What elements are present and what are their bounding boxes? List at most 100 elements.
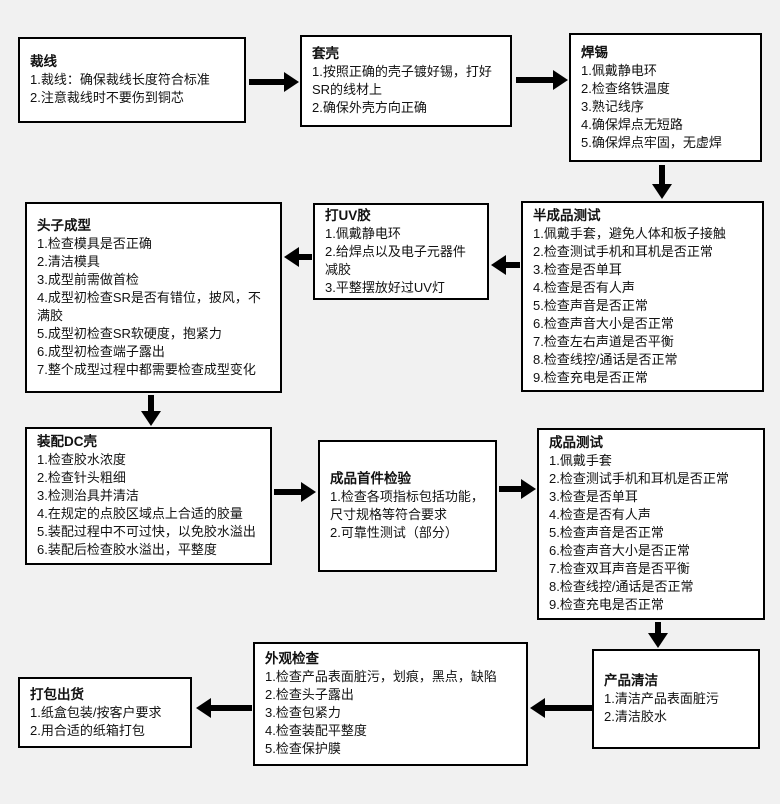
flow-node-packing-shipping: 打包出货 1.纸盒包装/按客户要求 2.用合适的纸箱打包 xyxy=(18,677,192,748)
node-item: 4.确保焊点无短路 xyxy=(581,116,683,132)
node-title: 头子成型 xyxy=(37,217,91,233)
arrow-cleaning-to-appearance-icon xyxy=(530,698,592,718)
node-item: 9.检查充电是否正常 xyxy=(533,369,648,385)
node-title: 成品测试 xyxy=(549,435,603,450)
arrow-head xyxy=(491,255,506,275)
node-item: 5.确保焊点牢固，无虚焊 xyxy=(581,134,722,150)
arrow-shaft xyxy=(209,705,252,711)
arrow-head xyxy=(648,633,668,648)
node-item: 6.检查声音大小是否正常 xyxy=(533,315,674,331)
node-item: 4.检查装配平整度 xyxy=(265,723,367,738)
node-item: 1.佩戴静电环 xyxy=(581,62,657,78)
node-item: 2.检查头子露出 xyxy=(265,687,354,702)
arrow-shaft xyxy=(543,705,592,711)
arrow-head xyxy=(284,72,299,92)
node-items: 1.检查胶水浓度 2.检查针头粗细 3.检测治具并清洁 4.在规定的点胶区域点上合适的… xyxy=(37,451,260,559)
node-item: 7.检查左右声道是否平衡 xyxy=(533,333,674,349)
node-item: 8.检查线控/通话是否正常 xyxy=(549,579,694,594)
node-item: 7.检查双耳声音是否平衡 xyxy=(549,561,690,576)
node-item: 2.检查测试手机和耳机是否正常 xyxy=(549,471,729,486)
node-item: 1.清洁产品表面脏污 xyxy=(604,691,719,706)
node-item: 7.整个成型过程中都需要检查成型变化 xyxy=(37,361,256,377)
node-item: 4.在规定的点胶区域点上合适的胶量 xyxy=(37,506,243,521)
arrow-head xyxy=(284,247,299,267)
arrow-dc-shell-to-first-article-icon xyxy=(274,482,316,502)
node-item: 2.清洁模具 xyxy=(37,253,100,269)
arrow-shaft xyxy=(659,165,665,186)
arrow-appearance-to-packing-icon xyxy=(196,698,252,718)
node-item: 5.检查保护膜 xyxy=(265,741,341,756)
node-items: 1.纸盒包装/按客户要求 2.用合适的纸箱打包 xyxy=(30,704,180,740)
node-item: 2.注意裁线时不要伤到铜芯 xyxy=(30,90,184,105)
node-item: 2.用合适的纸箱打包 xyxy=(30,722,145,738)
node-item: 1.佩戴手套，避免人体和板子接触 xyxy=(533,225,726,241)
arrow-shaft xyxy=(274,489,303,495)
arrow-uv-glue-to-head-forming-icon xyxy=(284,247,312,267)
arrow-semi-test-to-uv-glue-icon xyxy=(491,255,520,275)
node-item: 8.检查线控/通话是否正常 xyxy=(533,351,678,367)
node-title: 半成品测试 xyxy=(533,207,601,223)
node-item: 5.检查声音是否正常 xyxy=(549,525,664,540)
node-item: 2.检查络铁温度 xyxy=(581,80,670,96)
node-item: 3.检查是否单耳 xyxy=(533,261,622,277)
node-title: 成品首件检验 xyxy=(330,471,411,486)
arrow-head xyxy=(521,479,536,499)
arrow-casing-to-soldering-icon xyxy=(516,70,568,90)
node-items: 1.佩戴手套 2.检查测试手机和耳机是否正常 3.检查是否单耳 4.检查是否有人声 5.… xyxy=(549,452,753,614)
node-item: 3.检查是否单耳 xyxy=(549,489,638,504)
node-item: 1.佩戴手套 xyxy=(549,453,612,468)
node-item: 1.检查胶水浓度 xyxy=(37,452,126,467)
node-item: 2.可靠性测试（部分） xyxy=(330,525,458,540)
node-item: 1.检查各项指标包括功能，尺寸规格等符合要求 xyxy=(330,489,484,522)
arrow-shaft xyxy=(499,486,523,492)
node-items: 1.佩戴静电环 2.给焊点以及电子元器件减胶 3.平整摆放好过UV灯 xyxy=(325,225,477,297)
node-item: 3.检测治具并清洁 xyxy=(37,488,139,503)
arrow-shaft xyxy=(655,622,661,635)
flow-node-final-product-test: 成品测试 1.佩戴手套 2.检查测试手机和耳机是否正常 3.检查是否单耳 4.检查是否… xyxy=(537,428,765,620)
node-item: 1.按照正确的壳子镀好锡，打好SR的线材上 xyxy=(312,64,492,97)
node-item: 3.平整摆放好过UV灯 xyxy=(325,279,445,295)
node-item: 4.检查是否有人声 xyxy=(549,507,651,522)
flow-node-first-article-inspection: 成品首件检验 1.检查各项指标包括功能，尺寸规格等符合要求 2.可靠性测试（部分） xyxy=(318,440,497,572)
node-item: 4.检查是否有人声 xyxy=(533,279,635,295)
node-item: 2.给焊点以及电子元器件减胶 xyxy=(325,243,466,277)
node-item: 6.成型初检查端子露出 xyxy=(37,343,165,359)
arrow-head-forming-to-dc-shell-icon xyxy=(141,395,161,426)
arrow-shaft xyxy=(516,77,555,83)
node-item: 2.检查针头粗细 xyxy=(37,470,126,485)
node-title: 打UV胶 xyxy=(325,207,371,223)
node-item: 1.纸盒包装/按客户要求 xyxy=(30,704,162,720)
node-item: 1.佩戴静电环 xyxy=(325,225,401,241)
node-item: 5.装配过程中不可过快，以免胶水溢出 xyxy=(37,524,256,539)
node-title: 套壳 xyxy=(312,46,339,61)
node-item: 1.检查产品表面脏污，划痕，黑点，缺陷 xyxy=(265,669,497,684)
arrow-head xyxy=(530,698,545,718)
arrow-shaft xyxy=(297,254,312,260)
node-item: 4.成型初检查SR是否有错位，披风，不满胶 xyxy=(37,289,261,323)
node-items: 1.检查各项指标包括功能，尺寸规格等符合要求 2.可靠性测试（部分） xyxy=(330,488,485,542)
arrow-shaft xyxy=(249,79,286,85)
node-item: 5.成型初检查SR软硬度，抱紧力 xyxy=(37,325,222,341)
arrow-head xyxy=(196,698,211,718)
arrow-soldering-to-semi-test-icon xyxy=(652,165,672,199)
arrow-head xyxy=(301,482,316,502)
node-item: 6.检查声音大小是否正常 xyxy=(549,543,690,558)
node-item: 1.检查模具是否正确 xyxy=(37,235,152,251)
node-item: 6.装配后检查胶水溢出，平整度 xyxy=(37,542,217,557)
node-title: 打包出货 xyxy=(30,686,84,702)
arrow-head xyxy=(652,184,672,199)
